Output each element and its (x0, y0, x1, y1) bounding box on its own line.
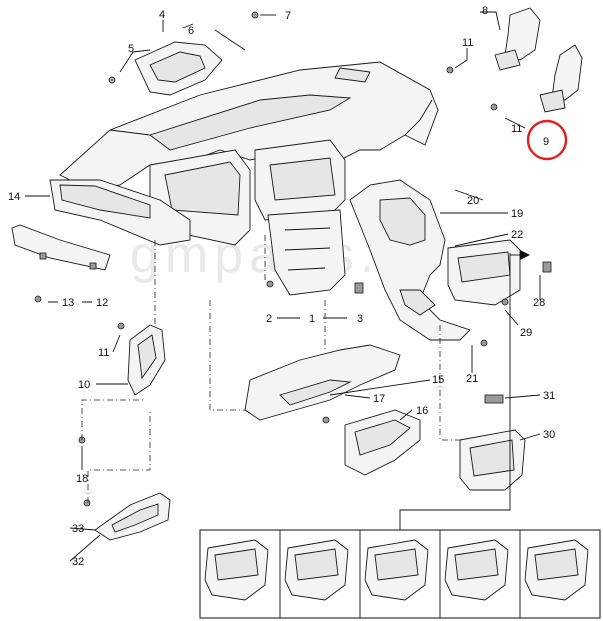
variant-4 (444, 539, 509, 601)
callout-21: 21 (466, 373, 478, 385)
callout-19: 19 (511, 208, 523, 220)
callout-20: 20 (467, 195, 479, 207)
variant-3 (364, 539, 429, 601)
variant-1 (204, 539, 269, 601)
radio-unit (447, 239, 521, 306)
callout-5: 5 (128, 43, 134, 55)
callout-22: 22 (511, 229, 523, 241)
callout-leaders (25, 11, 541, 562)
callout-29: 29 (520, 327, 532, 339)
callout-15: 15 (432, 374, 444, 386)
variant-5 (524, 539, 589, 601)
left-end-bracket (49, 179, 191, 246)
left-lower-panel (11, 224, 111, 271)
display-unit (459, 394, 526, 491)
fasteners (34, 11, 552, 507)
lower-center-trim (244, 344, 421, 476)
radio-variants-row (199, 529, 601, 619)
callout-31: 31 (543, 390, 555, 402)
callout-14: 14 (8, 191, 20, 203)
callout-11-right: 11 (511, 123, 522, 135)
highlight-circle (526, 119, 568, 161)
assembly-leaders (81, 235, 460, 503)
callout-3: 3 (357, 313, 363, 325)
callout-7: 7 (285, 10, 291, 22)
right-vent-ducts (494, 7, 583, 113)
knee-bolster (94, 492, 171, 541)
callout-6: 6 (188, 25, 194, 37)
speaker-cover (134, 41, 223, 96)
callout-8: 8 (482, 5, 488, 17)
callout-18: 18 (76, 473, 88, 485)
callout-13: 13 (62, 297, 74, 309)
callout-2: 2 (266, 313, 272, 325)
callout-17: 17 (373, 393, 385, 405)
callout-11-left: 11 (98, 347, 109, 359)
callout-16: 16 (416, 405, 428, 417)
callout-28: 28 (533, 297, 545, 309)
variants-connector (399, 250, 530, 530)
center-bezel-frame (349, 179, 471, 341)
callout-labels: 4 5 6 7 8 11 11 9 14 13 12 11 10 2 1 3 1… (8, 5, 555, 568)
callout-33: 33 (72, 523, 84, 535)
callout-10: 10 (78, 379, 90, 391)
callout-11-upper: 11 (462, 37, 473, 49)
callout-32: 32 (72, 556, 84, 568)
callout-9: 9 (543, 136, 549, 148)
callout-30: 30 (543, 429, 555, 441)
variant-2 (284, 539, 349, 601)
callout-1: 1 (309, 313, 315, 325)
callout-12: 12 (96, 297, 108, 309)
callout-4: 4 (159, 9, 165, 21)
left-side-trim (127, 324, 166, 396)
